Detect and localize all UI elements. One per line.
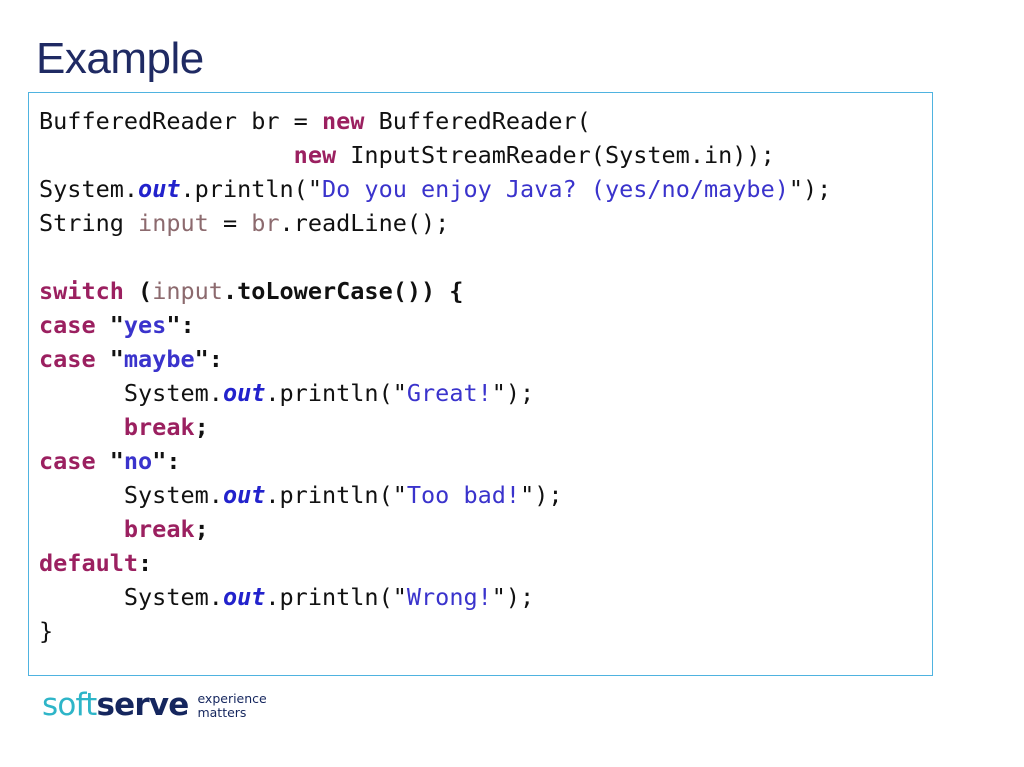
code-token: Do you enjoy Java? (yes/no/maybe) bbox=[321, 175, 789, 203]
code-token: BufferedReader( bbox=[364, 107, 591, 135]
code-token: out bbox=[222, 481, 266, 509]
code-token: .toLowerCase()) { bbox=[222, 277, 464, 305]
code-line: System.out.println("Wrong!"); bbox=[39, 580, 831, 614]
code-token bbox=[39, 413, 124, 441]
code-line: System.out.println("Great!"); bbox=[39, 376, 831, 410]
code-token: switch bbox=[39, 277, 124, 305]
code-line: break; bbox=[39, 410, 831, 444]
code-token: System. bbox=[39, 175, 139, 203]
code-line: case "yes": bbox=[39, 308, 831, 342]
code-token: System. bbox=[39, 481, 223, 509]
code-token bbox=[39, 141, 294, 169]
logo-tagline-line2: matters bbox=[197, 705, 247, 720]
code-token: System. bbox=[39, 379, 223, 407]
code-line bbox=[39, 240, 831, 274]
code-token: input bbox=[152, 277, 223, 305]
code-token: .println(" bbox=[265, 583, 407, 611]
code-token: String bbox=[39, 209, 139, 237]
code-token: br bbox=[251, 209, 280, 237]
code-token: "); bbox=[788, 175, 832, 203]
code-token: ": bbox=[166, 311, 195, 339]
code-token: .println(" bbox=[180, 175, 322, 203]
code-token: " bbox=[95, 311, 124, 339]
code-token: out bbox=[138, 175, 181, 203]
code-token: InputStreamReader(System.in)); bbox=[336, 141, 775, 169]
code-token: ": bbox=[152, 447, 181, 475]
code-token: case bbox=[39, 345, 96, 373]
code-token: } bbox=[39, 617, 54, 645]
code-token: break bbox=[123, 413, 195, 441]
code-token: ": bbox=[194, 345, 223, 373]
code-token bbox=[39, 515, 124, 543]
code-token: yes bbox=[123, 311, 167, 339]
code-line: new InputStreamReader(System.in)); bbox=[39, 138, 831, 172]
code-token: out bbox=[222, 583, 266, 611]
code-token: case bbox=[39, 447, 96, 475]
code-token: : bbox=[138, 549, 153, 577]
code-token: no bbox=[123, 447, 153, 475]
code-line: BufferedReader br = new BufferedReader( bbox=[39, 104, 831, 138]
code-line: case "maybe": bbox=[39, 342, 831, 376]
code-token: case bbox=[39, 311, 96, 339]
code-token: System. bbox=[39, 583, 223, 611]
code-token: ; bbox=[194, 413, 209, 441]
code-line: break; bbox=[39, 512, 831, 546]
code-token: " bbox=[95, 345, 124, 373]
code-token: Too bad! bbox=[406, 481, 521, 509]
code-token: = bbox=[208, 209, 252, 237]
code-line: System.out.println("Too bad!"); bbox=[39, 478, 831, 512]
code-token: .println(" bbox=[265, 481, 407, 509]
code-token: .println(" bbox=[265, 379, 407, 407]
code-token: BufferedReader br = bbox=[39, 107, 322, 135]
logo-tagline: experience matters bbox=[197, 690, 266, 720]
code-line: default: bbox=[39, 546, 831, 580]
code-token: out bbox=[222, 379, 266, 407]
code-token: ; bbox=[194, 515, 209, 543]
code-token: Wrong! bbox=[406, 583, 492, 611]
java-code-listing: BufferedReader br = new BufferedReader( … bbox=[39, 104, 831, 648]
code-line: switch (input.toLowerCase()) { bbox=[39, 274, 831, 308]
logo-word-serve: serve bbox=[96, 686, 189, 723]
code-token: ( bbox=[123, 277, 153, 305]
logo-tagline-line1: experience bbox=[197, 691, 267, 706]
code-token: "); bbox=[520, 481, 563, 509]
code-token: break bbox=[123, 515, 195, 543]
logo-word-soft: soft bbox=[42, 686, 97, 723]
code-token: new bbox=[293, 141, 337, 169]
code-token: Great! bbox=[406, 379, 492, 407]
softserve-logo: soft serve experience matters bbox=[42, 687, 267, 723]
code-line: String input = br.readLine(); bbox=[39, 206, 831, 240]
code-token: "); bbox=[491, 379, 535, 407]
code-token: "); bbox=[491, 583, 535, 611]
code-token: .readLine(); bbox=[279, 209, 450, 237]
code-token: maybe bbox=[123, 345, 195, 373]
code-token: new bbox=[321, 107, 365, 135]
code-token: default bbox=[39, 549, 139, 577]
code-line: case "no": bbox=[39, 444, 831, 478]
code-line: System.out.println("Do you enjoy Java? (… bbox=[39, 172, 831, 206]
code-line: } bbox=[39, 614, 831, 648]
code-token: input bbox=[138, 209, 209, 237]
code-token: " bbox=[95, 447, 124, 475]
code-block-container: BufferedReader br = new BufferedReader( … bbox=[28, 92, 933, 676]
page-title: Example bbox=[36, 34, 204, 83]
